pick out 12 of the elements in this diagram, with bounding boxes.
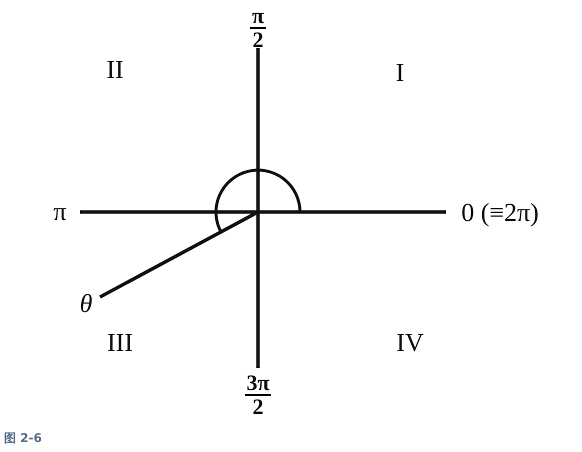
fraction-denominator: 2 xyxy=(252,29,264,51)
angle-label: 0 (≡2π) xyxy=(461,200,539,226)
quadrant-label: III xyxy=(107,330,133,356)
quadrant-label: IV xyxy=(396,330,424,356)
fraction-denominator: 2 xyxy=(252,396,264,418)
angle-symbol: θ xyxy=(80,291,92,317)
quadrant-label: II xyxy=(106,57,124,83)
quadrant-label: I xyxy=(396,60,404,86)
figure-caption: 图 2-6 xyxy=(4,430,42,447)
fraction-numerator: π xyxy=(252,5,264,27)
angle-label: π xyxy=(53,199,67,225)
fraction-numerator: 3π xyxy=(246,372,270,394)
